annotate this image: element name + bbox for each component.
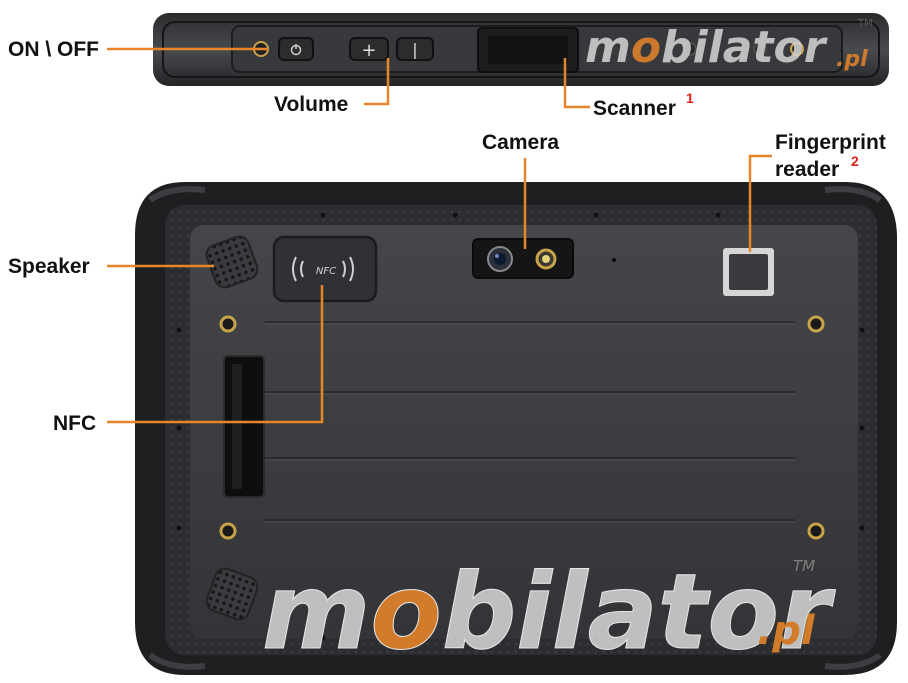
svg-text:TM: TM <box>857 18 873 29</box>
gold-screws <box>219 315 825 540</box>
strap-slot <box>223 355 265 498</box>
leader-scanner <box>563 58 590 109</box>
label-fingerprint-note: 2 <box>851 153 859 169</box>
leader-fingerprint <box>748 154 772 252</box>
fingerprint-reader <box>723 248 774 296</box>
nfc-logo-text: NFC <box>316 266 336 277</box>
speaker-top <box>205 235 259 289</box>
label-camera: Camera <box>482 131 559 154</box>
label-nfc: NFC <box>53 412 96 435</box>
leader-nfc <box>107 285 324 424</box>
microphone-hole <box>612 258 616 262</box>
label-fingerprint-line2: reader <box>775 158 839 181</box>
label-volume: Volume <box>274 93 348 116</box>
volume-minus-glyph: | <box>412 40 417 59</box>
power-icon <box>290 44 302 56</box>
top-port-1 <box>683 42 697 56</box>
label-speaker: Speaker <box>8 255 90 278</box>
frame-screws <box>176 212 865 641</box>
back-view: NFC mobilator .pl TM <box>135 182 897 675</box>
speaker-bottom <box>205 567 259 621</box>
svg-text:.pl: .pl <box>836 47 868 72</box>
svg-text:TM: TM <box>793 557 815 575</box>
label-fingerprint-line1: Fingerprint <box>775 131 886 154</box>
back-panel <box>190 225 858 639</box>
top-edge-view: + | mobilator .pl TM <box>153 13 889 86</box>
top-screw <box>790 42 804 56</box>
watermark-main: mobilator .pl TM <box>262 551 837 674</box>
leader-lines <box>107 47 772 424</box>
callout-labels: ON \ OFF Volume Scanner 1 Camera Fingerp… <box>8 38 886 435</box>
leader-volume <box>364 58 390 106</box>
svg-text:mobilator: mobilator <box>585 22 828 73</box>
nfc-pad: NFC <box>272 235 378 303</box>
svg-text:.pl: .pl <box>757 608 816 654</box>
label-scanner: Scanner <box>593 97 676 120</box>
volume-down-button[interactable] <box>396 37 434 61</box>
watermark-top: mobilator .pl TM <box>585 18 873 73</box>
volume-plus-glyph: + <box>361 40 376 61</box>
svg-text:mobilator: mobilator <box>262 551 836 673</box>
top-port-2 <box>753 42 767 56</box>
label-on-off: ON \ OFF <box>8 38 99 61</box>
camera-module <box>472 238 574 279</box>
volume-up-button[interactable] <box>349 37 389 61</box>
label-scanner-note: 1 <box>686 90 694 106</box>
